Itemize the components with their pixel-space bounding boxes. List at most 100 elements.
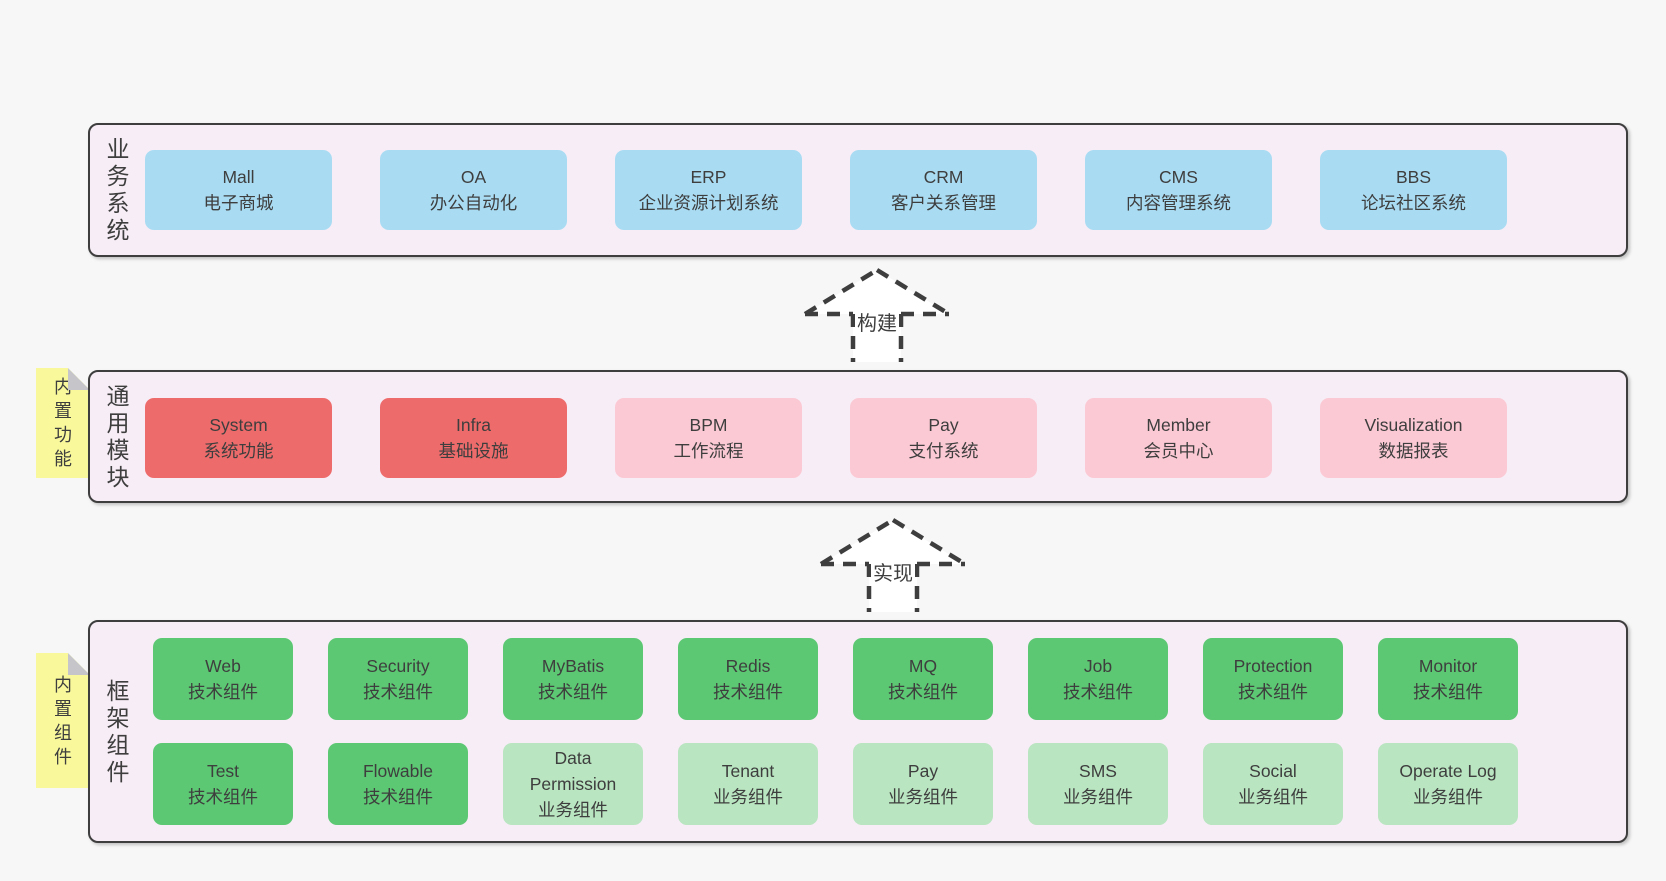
business-systems-panel: 业务系统 Mall 电子商城 OA 办公自动化 ERP 企业资源计划系统 CRM… — [88, 123, 1628, 257]
box-subtitle: 客户关系管理 — [891, 193, 996, 213]
box-title: Redis — [725, 656, 771, 676]
box-erp: ERP 企业资源计划系统 — [615, 150, 802, 230]
box-title: Job — [1083, 656, 1113, 676]
box-subtitle: 基础设施 — [438, 441, 509, 461]
box-system: System 系统功能 — [145, 398, 332, 478]
box-subtitle: 企业资源计划系统 — [638, 193, 779, 213]
box-title: Tenant — [721, 761, 775, 781]
box-subtitle: 业务组件 — [713, 787, 783, 807]
box-oa: OA 办公自动化 — [380, 150, 567, 230]
panel-label-text: 通用模块 — [106, 382, 130, 490]
box-data-permission: Data Permission 业务组件 — [503, 743, 643, 825]
box-title: Web — [205, 656, 241, 676]
box-title: ERP — [690, 167, 727, 187]
box-infra: Infra 基础设施 — [380, 398, 567, 478]
box-title: BBS — [1395, 167, 1432, 187]
box-test: Test 技术组件 — [153, 743, 293, 825]
sticky-fold-icon — [68, 368, 90, 390]
box-subtitle: 技术组件 — [1413, 682, 1483, 702]
box-bbs: BBS 论坛社区系统 — [1320, 150, 1507, 230]
panel-label-framework-components: 框架组件 — [96, 622, 140, 841]
box-title: Pay — [907, 761, 939, 781]
box-subtitle: 技术组件 — [363, 787, 433, 807]
box-job: Job 技术组件 — [1028, 638, 1168, 720]
box-security: Security 技术组件 — [328, 638, 468, 720]
sticky-fold-icon — [68, 653, 90, 675]
box-title: Operate Log — [1399, 761, 1497, 781]
box-title: OA — [460, 167, 487, 187]
box-protection: Protection 技术组件 — [1203, 638, 1343, 720]
box-title: System — [209, 415, 268, 435]
box-subtitle: 技术组件 — [538, 682, 608, 702]
box-cms: CMS 内容管理系统 — [1085, 150, 1272, 230]
box-redis: Redis 技术组件 — [678, 638, 818, 720]
box-mq: MQ 技术组件 — [853, 638, 993, 720]
implement-arrow-icon: 实现 — [813, 512, 973, 614]
panel-label-text: 框架组件 — [106, 677, 130, 785]
box-mall: Mall 电子商城 — [145, 150, 332, 230]
sticky-label: 内置组件 — [53, 674, 72, 767]
box-title: Visualization — [1364, 415, 1463, 435]
box-title: BPM — [689, 415, 728, 435]
box-title: Social — [1249, 761, 1297, 781]
box-subtitle: 工作流程 — [673, 441, 744, 461]
box-subtitle: 办公自动化 — [429, 193, 518, 213]
box-subtitle: 业务组件 — [1238, 787, 1308, 807]
box-subtitle: 电子商城 — [203, 193, 274, 213]
box-title: Security — [366, 656, 430, 676]
box-mybatis: MyBatis 技术组件 — [503, 638, 643, 720]
framework-components-panel: 框架组件 Web 技术组件 Security 技术组件 MyBatis 技术组件… — [88, 620, 1628, 843]
box-web: Web 技术组件 — [153, 638, 293, 720]
box-subtitle: 技术组件 — [188, 787, 258, 807]
box-title: Infra — [455, 415, 492, 435]
box-pay-component: Pay 业务组件 — [853, 743, 993, 825]
box-subtitle: 业务组件 — [888, 787, 958, 807]
box-title: Protection — [1233, 656, 1313, 676]
box-flowable: Flowable 技术组件 — [328, 743, 468, 825]
box-pay-module: Pay 支付系统 — [850, 398, 1037, 478]
box-subtitle: 技术组件 — [363, 682, 433, 702]
box-title: CMS — [1159, 167, 1198, 187]
box-subtitle: 技术组件 — [1238, 682, 1308, 702]
sticky-builtin-features: 内置功能 — [36, 368, 90, 478]
box-title: Member — [1146, 415, 1211, 435]
box-subtitle: 技术组件 — [888, 682, 958, 702]
box-subtitle: 会员中心 — [1143, 441, 1214, 461]
framework-components-row-2: Test 技术组件 Flowable 技术组件 Data Permission … — [153, 743, 1518, 825]
panel-label-common-modules: 通用模块 — [96, 372, 140, 501]
box-subtitle: 业务组件 — [1063, 787, 1133, 807]
panel-label-text: 业务系统 — [106, 136, 130, 243]
framework-components-row-1: Web 技术组件 Security 技术组件 MyBatis 技术组件 Redi… — [153, 638, 1518, 720]
box-crm: CRM 客户关系管理 — [850, 150, 1037, 230]
box-title: MyBatis — [541, 656, 605, 676]
box-title: Test — [206, 761, 240, 781]
box-title: SMS — [1079, 761, 1117, 781]
common-modules-panel: 通用模块 System 系统功能 Infra 基础设施 BPM 工作流程 Pay… — [88, 370, 1628, 503]
box-subtitle: 系统功能 — [203, 441, 274, 461]
sticky-builtin-components: 内置组件 — [36, 653, 90, 788]
box-subtitle: 内容管理系统 — [1126, 193, 1231, 213]
sticky-label: 内置功能 — [53, 377, 72, 469]
box-title: CRM — [923, 167, 964, 187]
box-subtitle: 业务组件 — [538, 800, 608, 820]
box-title: Data Permission — [529, 748, 617, 794]
box-title: Pay — [928, 415, 959, 435]
box-operate-log: Operate Log 业务组件 — [1378, 743, 1518, 825]
box-subtitle: 技术组件 — [1063, 682, 1133, 702]
business-systems-row: Mall 电子商城 OA 办公自动化 ERP 企业资源计划系统 CRM 客户关系… — [145, 150, 1507, 230]
box-visualization: Visualization 数据报表 — [1320, 398, 1507, 478]
implement-arrow-label: 实现 — [871, 562, 915, 586]
build-arrow-icon: 构建 — [797, 262, 957, 364]
box-tenant: Tenant 业务组件 — [678, 743, 818, 825]
build-arrow-label: 构建 — [855, 312, 899, 336]
box-sms: SMS 业务组件 — [1028, 743, 1168, 825]
common-modules-row: System 系统功能 Infra 基础设施 BPM 工作流程 Pay 支付系统… — [145, 398, 1507, 478]
panel-label-business-systems: 业务系统 — [96, 125, 140, 255]
box-subtitle: 支付系统 — [908, 441, 979, 461]
box-social: Social 业务组件 — [1203, 743, 1343, 825]
box-title: MQ — [908, 656, 938, 676]
box-subtitle: 技术组件 — [713, 682, 783, 702]
box-title: Mall — [222, 167, 255, 187]
box-subtitle: 技术组件 — [188, 682, 258, 702]
box-subtitle: 论坛社区系统 — [1361, 193, 1466, 213]
